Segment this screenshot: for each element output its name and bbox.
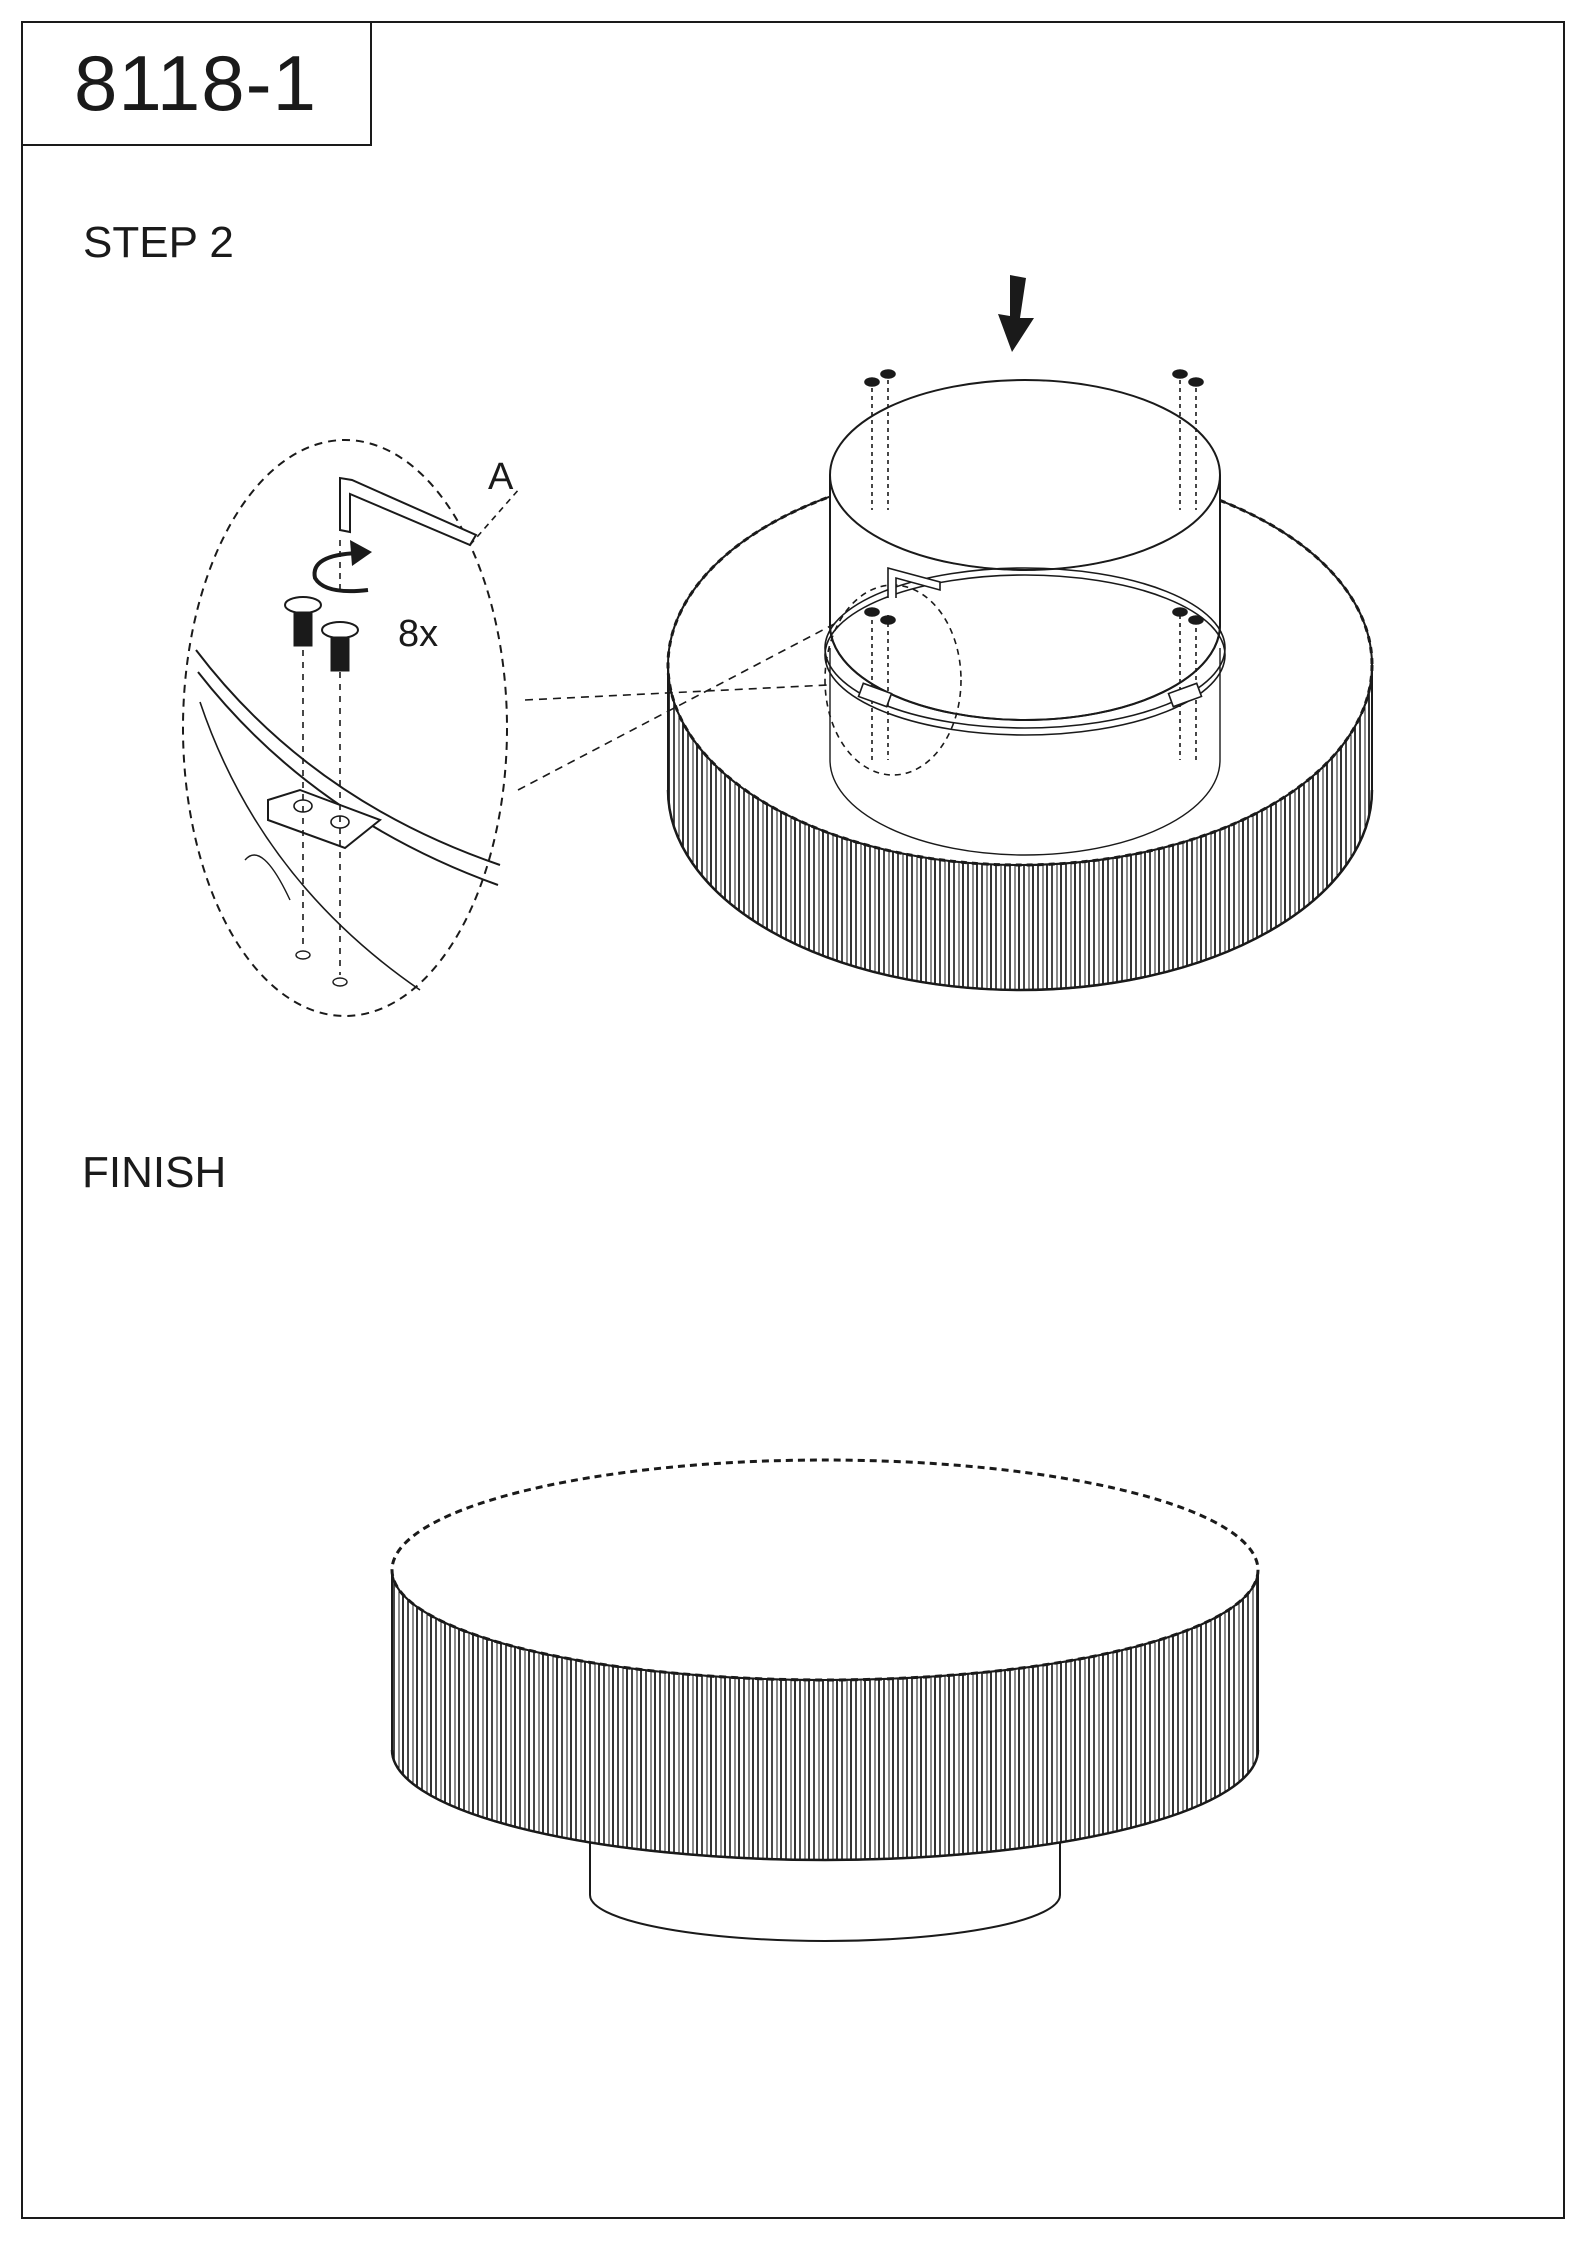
step-title: STEP 2 xyxy=(83,218,234,267)
callout-leader-lines xyxy=(517,621,839,791)
finish-title: FINISH xyxy=(82,1148,227,1197)
step2-assembly xyxy=(666,275,1374,992)
screw-quantity: 8x xyxy=(398,613,439,655)
hex-key-icon xyxy=(339,476,478,547)
screw-icon xyxy=(857,369,1204,760)
part-callout-letter: A xyxy=(488,456,514,498)
model-number-box: 8118-1 xyxy=(21,21,372,146)
hex-key-icon xyxy=(887,566,941,598)
page-border xyxy=(21,21,1565,2219)
model-number: 8118-1 xyxy=(73,38,318,127)
down-arrow-icon xyxy=(998,275,1034,352)
upper-drum xyxy=(824,379,1226,856)
finished-table xyxy=(390,1458,1260,1942)
detail-bubble xyxy=(182,439,521,1017)
rotate-arrow-icon xyxy=(312,540,372,594)
screw-icon xyxy=(284,596,359,672)
